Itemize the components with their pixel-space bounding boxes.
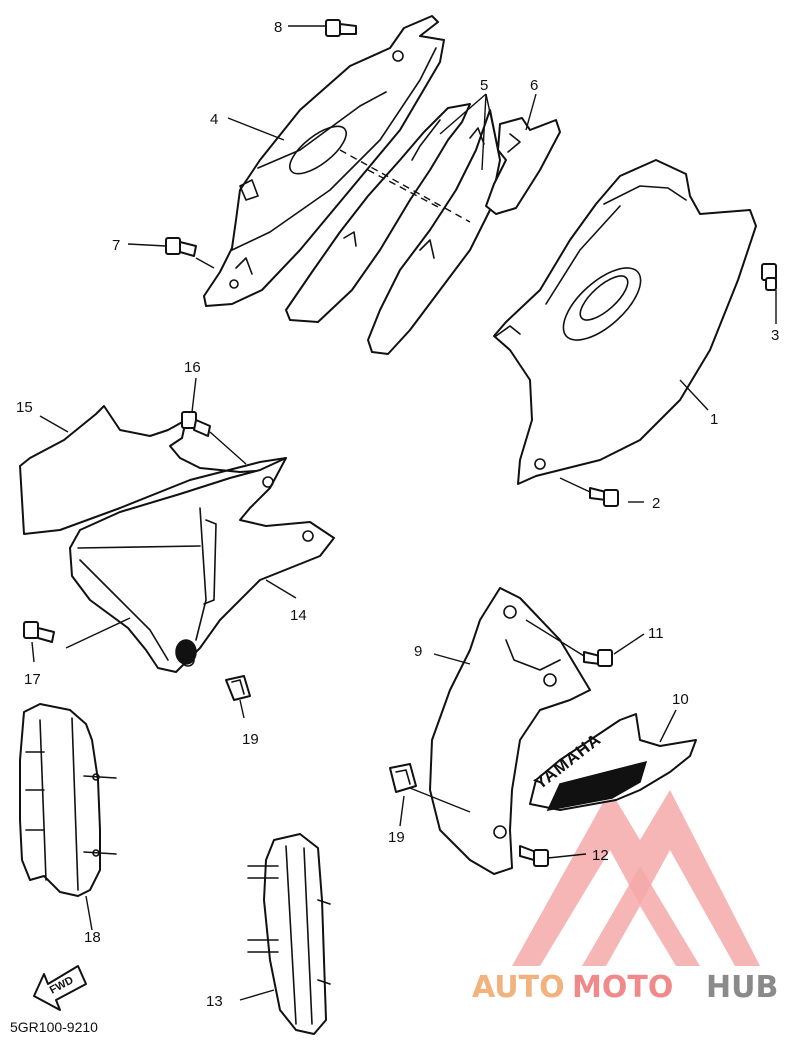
watermark-logo-icon [512,790,760,966]
callout-13: 13 [206,993,223,1010]
part-code: 5GR100-9210 [10,1019,98,1035]
callout-17: 17 [24,671,41,688]
callout-labels: 1 2 3 4 5 6 7 8 9 10 11 12 13 14 15 16 1… [16,19,779,1010]
watermark-text-moto: MOTO [572,970,673,1005]
clip-19a-icon [225,675,251,701]
bolt-16-icon [181,411,211,437]
callout-15: 15 [16,399,33,416]
part-5-side-strips [285,103,501,355]
part-4-upper-cover [203,15,445,307]
bolt-7-icon [165,237,197,257]
callout-16: 16 [184,359,201,376]
callout-19a: 19 [242,731,259,748]
callout-11: 11 [648,625,664,642]
callout-10: 10 [672,691,689,708]
callout-2: 2 [652,495,660,512]
watermark-text-auto: AUTO [472,970,565,1005]
callout-9: 9 [414,643,422,660]
clip-19b-icon [389,763,417,793]
bolt-17-icon [23,621,55,643]
bolt-11-icon [583,649,613,667]
callout-7: 7 [112,237,120,254]
bolt-12-icon [519,845,549,867]
callout-1: 1 [710,411,718,428]
bolt-3-icon [761,263,777,291]
callout-4: 4 [210,111,218,128]
callout-3: 3 [771,327,779,344]
leader-lines [31,25,777,1001]
fwd-arrow-icon: FWD [33,965,87,1011]
part-13-radiator-grille [247,833,331,1035]
callout-19b: 19 [388,829,405,846]
callout-18: 18 [84,929,101,946]
watermark-text: AUTO MOTO HUB [472,970,778,1005]
part-10-decal-panel: YAMAHA [529,713,697,812]
part-14-cover [69,457,335,673]
part-9-lower-cover [429,587,591,875]
part-18-grille [19,703,117,897]
part-1-side-cover [493,159,757,485]
callout-8: 8 [274,19,282,36]
callout-12: 12 [592,847,609,864]
callout-5: 5 [480,77,488,94]
watermark-text-hub: HUB [706,970,778,1005]
part-6-inner-panel [485,117,561,215]
bolt-2-icon [589,487,619,507]
callout-14: 14 [290,607,307,624]
bolt-8-icon [325,19,357,37]
callout-6: 6 [530,77,538,94]
